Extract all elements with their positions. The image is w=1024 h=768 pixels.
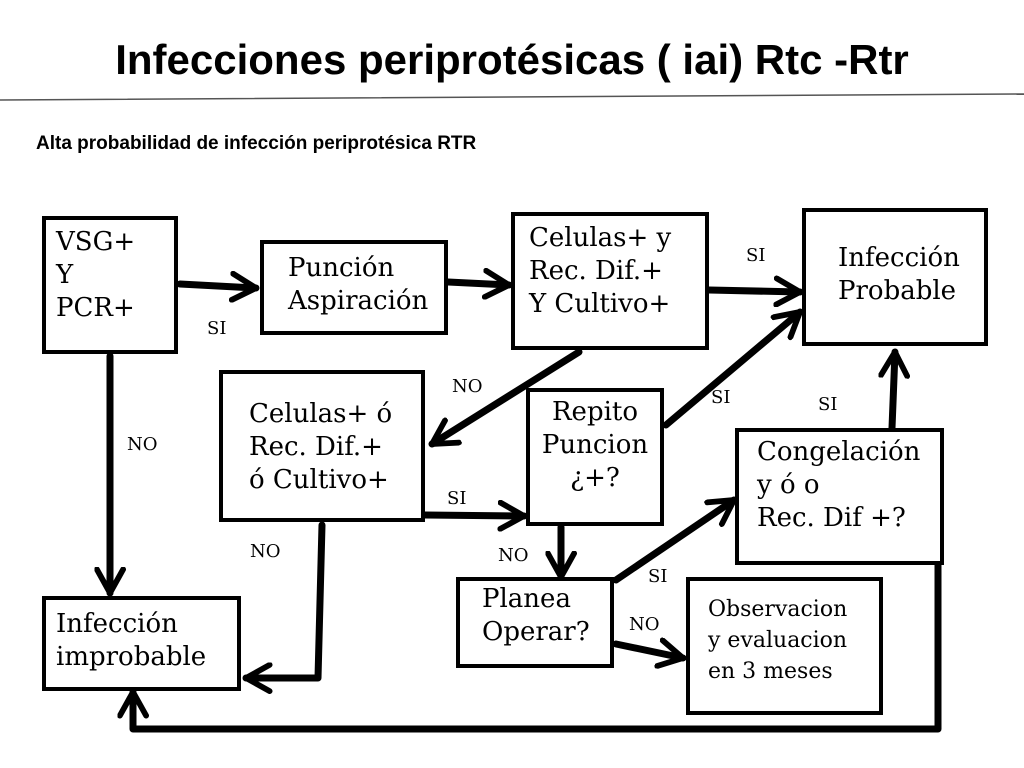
node-text: Infección [838, 243, 960, 273]
node-infeccion-improbable: Infección improbable [42, 596, 241, 691]
arrow-planea-to-observacion [612, 644, 687, 658]
arrow-loop-to-improbable [133, 561, 942, 733]
node-text: VSG+ [56, 227, 136, 257]
node-text: y ó o [757, 470, 820, 501]
node-text: Rec. Dif +? [757, 503, 906, 534]
title-rule [0, 93, 1024, 101]
node-vsg-pcr: VSG+ Y PCR+ [42, 216, 178, 354]
arrow-celulas-y-to-celulas-o [428, 348, 583, 448]
arrow-celulas-o-to-repito [421, 515, 528, 516]
node-congelacion: Congelación y ó o Rec. Dif +? [735, 428, 944, 565]
node-text: ó Cultivo+ [249, 465, 389, 496]
node-text: Planea [482, 584, 571, 614]
arrow-celulas-y-to-probable [705, 290, 804, 292]
node-text: Punción [288, 253, 395, 283]
edge-label-si: SI [818, 394, 838, 415]
edge-label-no: NO [629, 614, 660, 635]
node-puncion-aspiracion: Punción Aspiración [260, 240, 448, 335]
node-text: Rec. Dif.+ [249, 432, 383, 463]
node-text: en 3 meses [708, 658, 833, 684]
edge-label-si: SI [711, 387, 731, 408]
node-text: Observacion [708, 597, 848, 622]
node-text: Aspiración [288, 286, 429, 317]
node-text: Repito [551, 397, 639, 427]
node-text: Puncion [541, 430, 649, 461]
node-text: Y [56, 260, 74, 291]
page-subtitle: Alta probabilidad de infección periproté… [36, 133, 477, 154]
node-text: Rec. Dif.+ [529, 256, 663, 287]
node-text: Celulas+ y [529, 223, 672, 253]
node-text: Probable [838, 276, 957, 307]
arrow-celulas-o-to-improbable [242, 521, 326, 678]
arrow-congelacion-to-probable [892, 348, 895, 432]
node-text: Infección [56, 609, 178, 639]
node-text: PCR+ [56, 293, 135, 324]
edge-label-si: SI [207, 318, 227, 339]
node-celulas-o: Celulas+ ó Rec. Dif.+ ó Cultivo+ [219, 370, 425, 522]
edge-label-no: NO [250, 541, 281, 562]
edge-label-si: SI [648, 566, 668, 587]
node-text: improbable [56, 642, 207, 673]
arrow-repito-to-probable [662, 308, 804, 429]
node-text: ¿+? [570, 463, 620, 494]
arrow-planea-to-congelacion [612, 496, 738, 584]
node-infeccion-probable: Infección Probable [802, 208, 988, 346]
edge-label-no: NO [127, 434, 158, 455]
arrow-vsg-to-puncion [176, 284, 260, 288]
node-text: Celulas+ ó [249, 399, 393, 429]
node-repito-puncion: Repito Puncion ¿+? [526, 388, 664, 526]
node-text: y evaluacion [708, 627, 848, 653]
edge-label-no: NO [452, 376, 483, 397]
arrow-puncion-to-celulas-y [444, 282, 513, 285]
node-observacion: Observacion y evaluacion en 3 meses [686, 577, 883, 715]
node-text: Congelación [757, 437, 921, 467]
edge-label-no: NO [498, 545, 529, 566]
node-celulas-y: Celulas+ y Rec. Dif.+ Y Cultivo+ [511, 212, 709, 350]
page-title: Infecciones periprotésicas ( iai) Rtc -R… [115, 36, 909, 83]
node-text: Y Cultivo+ [529, 289, 671, 320]
edge-label-si: SI [746, 245, 766, 266]
node-planea-operar: Planea Operar? [456, 577, 614, 668]
node-text: Operar? [482, 617, 590, 648]
edge-label-si: SI [447, 488, 467, 509]
